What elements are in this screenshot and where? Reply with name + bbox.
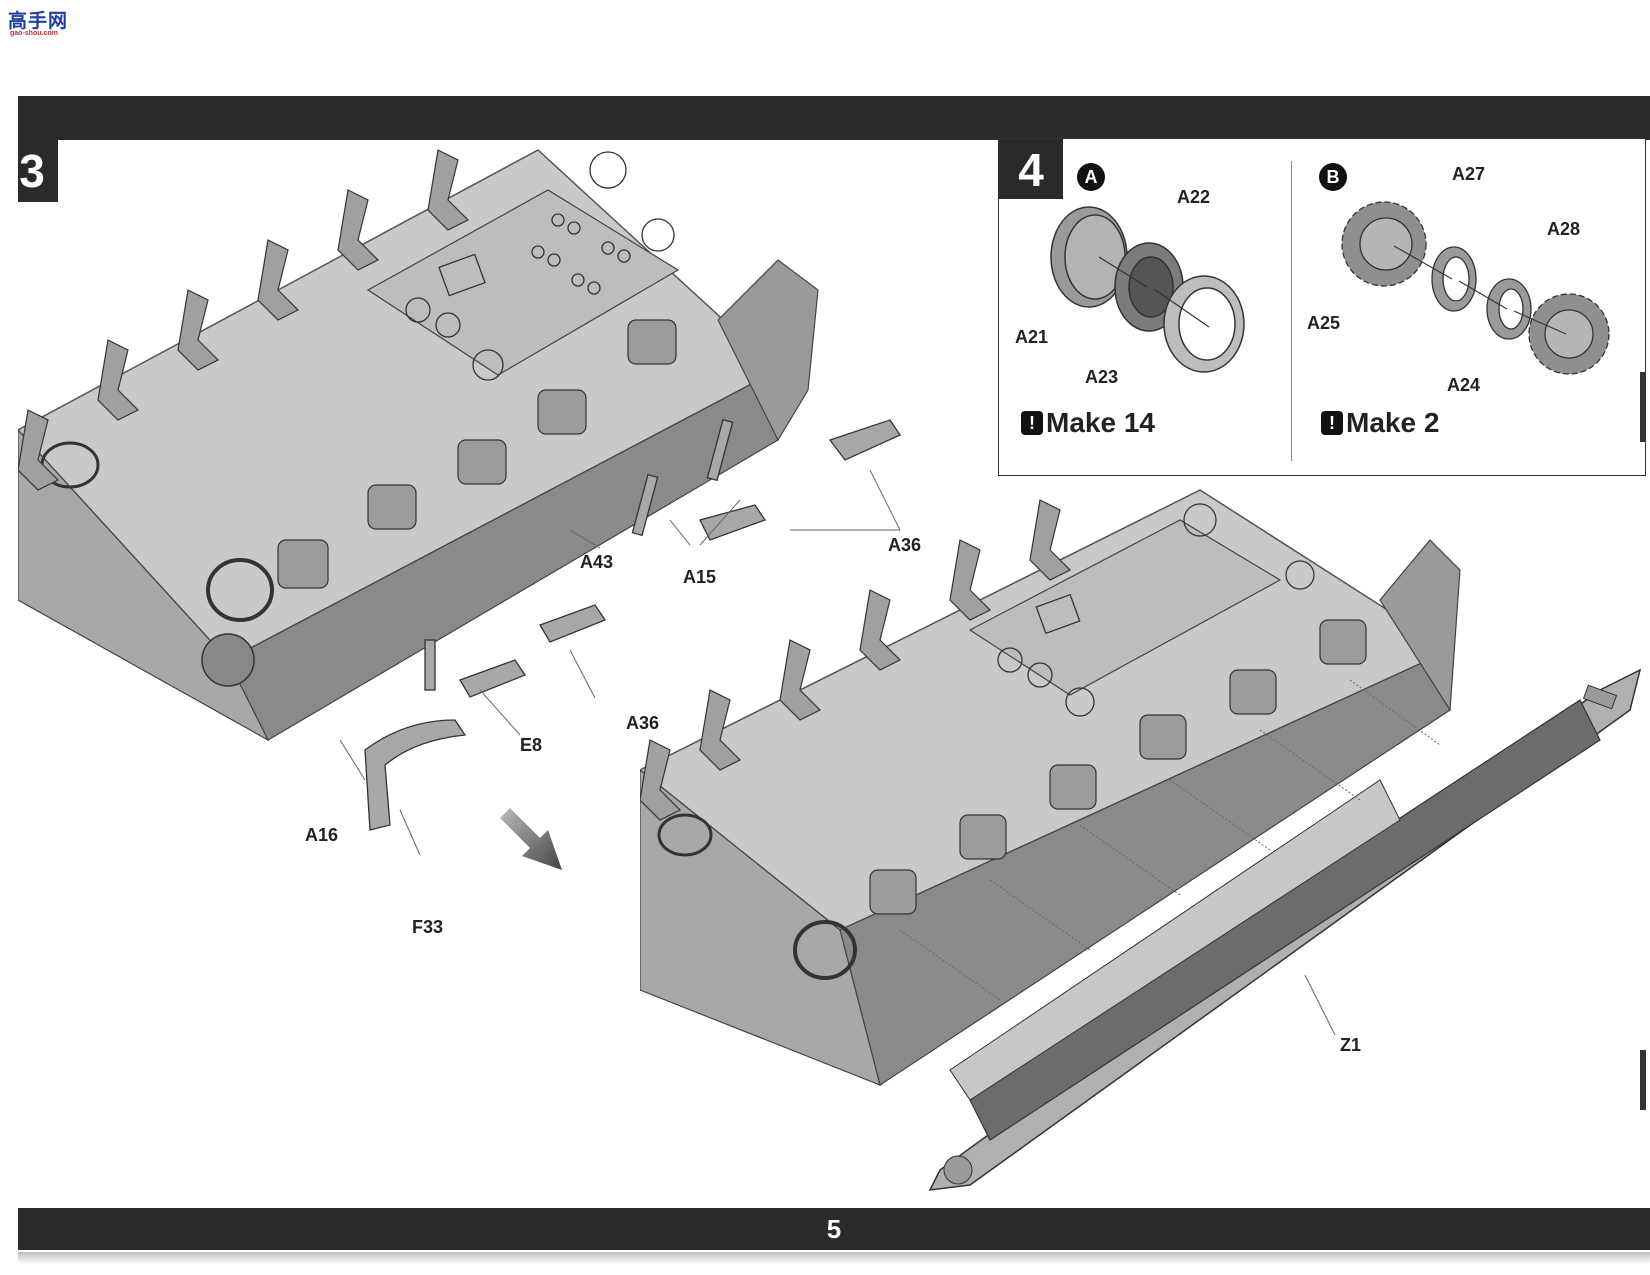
scan-edge-mark: [1640, 1050, 1646, 1110]
step-4-panel: 4 A A22 A21 A23 ! Make 14 B: [998, 138, 1646, 476]
road-wheel-exploded-icon: [1050, 206, 1245, 373]
part-label-a36-lower: A36: [626, 713, 660, 733]
subassembly-divider: [1291, 161, 1292, 461]
step-3-number: 3: [18, 140, 58, 202]
part-label-a15: A15: [683, 567, 717, 587]
scan-edge-mark: [1640, 372, 1646, 442]
step-4-number: 4: [999, 139, 1063, 199]
part-label-z1: Z1: [1340, 1035, 1362, 1055]
subassembly-b-badge: B: [1319, 163, 1347, 191]
part-label-a16: A16: [305, 825, 339, 845]
logo-url: gao-shou.com: [10, 30, 58, 37]
part-label-a23: A23: [1085, 367, 1119, 387]
part-label-e8: E8: [520, 735, 543, 755]
part-label-a27: A27: [1452, 164, 1486, 184]
part-label-a43: A43: [580, 552, 614, 572]
loose-parts-step3: [339, 418, 901, 856]
part-label-f33: F33: [412, 917, 444, 937]
make-label-b: Make 2: [1346, 407, 1440, 438]
logo-text: 高手网: [8, 10, 69, 32]
part-label-a28: A28: [1547, 219, 1581, 239]
site-logo: 高手网 gao-shou.com: [6, 6, 70, 40]
part-label-a22: A22: [1177, 187, 1211, 207]
footer-shadow: [18, 1252, 1650, 1264]
header-bar: [18, 96, 1650, 140]
part-label-a36: A36: [888, 535, 922, 555]
part-label-a21: A21: [1015, 327, 1049, 347]
sprocket-exploded-icon: [1341, 201, 1610, 375]
warning-icon: !: [1021, 411, 1043, 435]
hull-illustration-lower: [640, 489, 1642, 1191]
make-quantity-b: ! Make 2: [1321, 407, 1439, 439]
direction-arrow: [500, 808, 562, 870]
warning-icon: !: [1321, 411, 1343, 435]
footer-bar: 5: [18, 1208, 1650, 1250]
subassembly-a-badge: A: [1077, 163, 1105, 191]
part-label-a24: A24: [1447, 375, 1481, 395]
hull-illustration-upper: [18, 149, 819, 742]
part-label-a25: A25: [1307, 313, 1341, 333]
make-quantity-a: ! Make 14: [1021, 407, 1155, 439]
make-label-a: Make 14: [1046, 407, 1155, 438]
page-number: 5: [826, 1214, 842, 1244]
